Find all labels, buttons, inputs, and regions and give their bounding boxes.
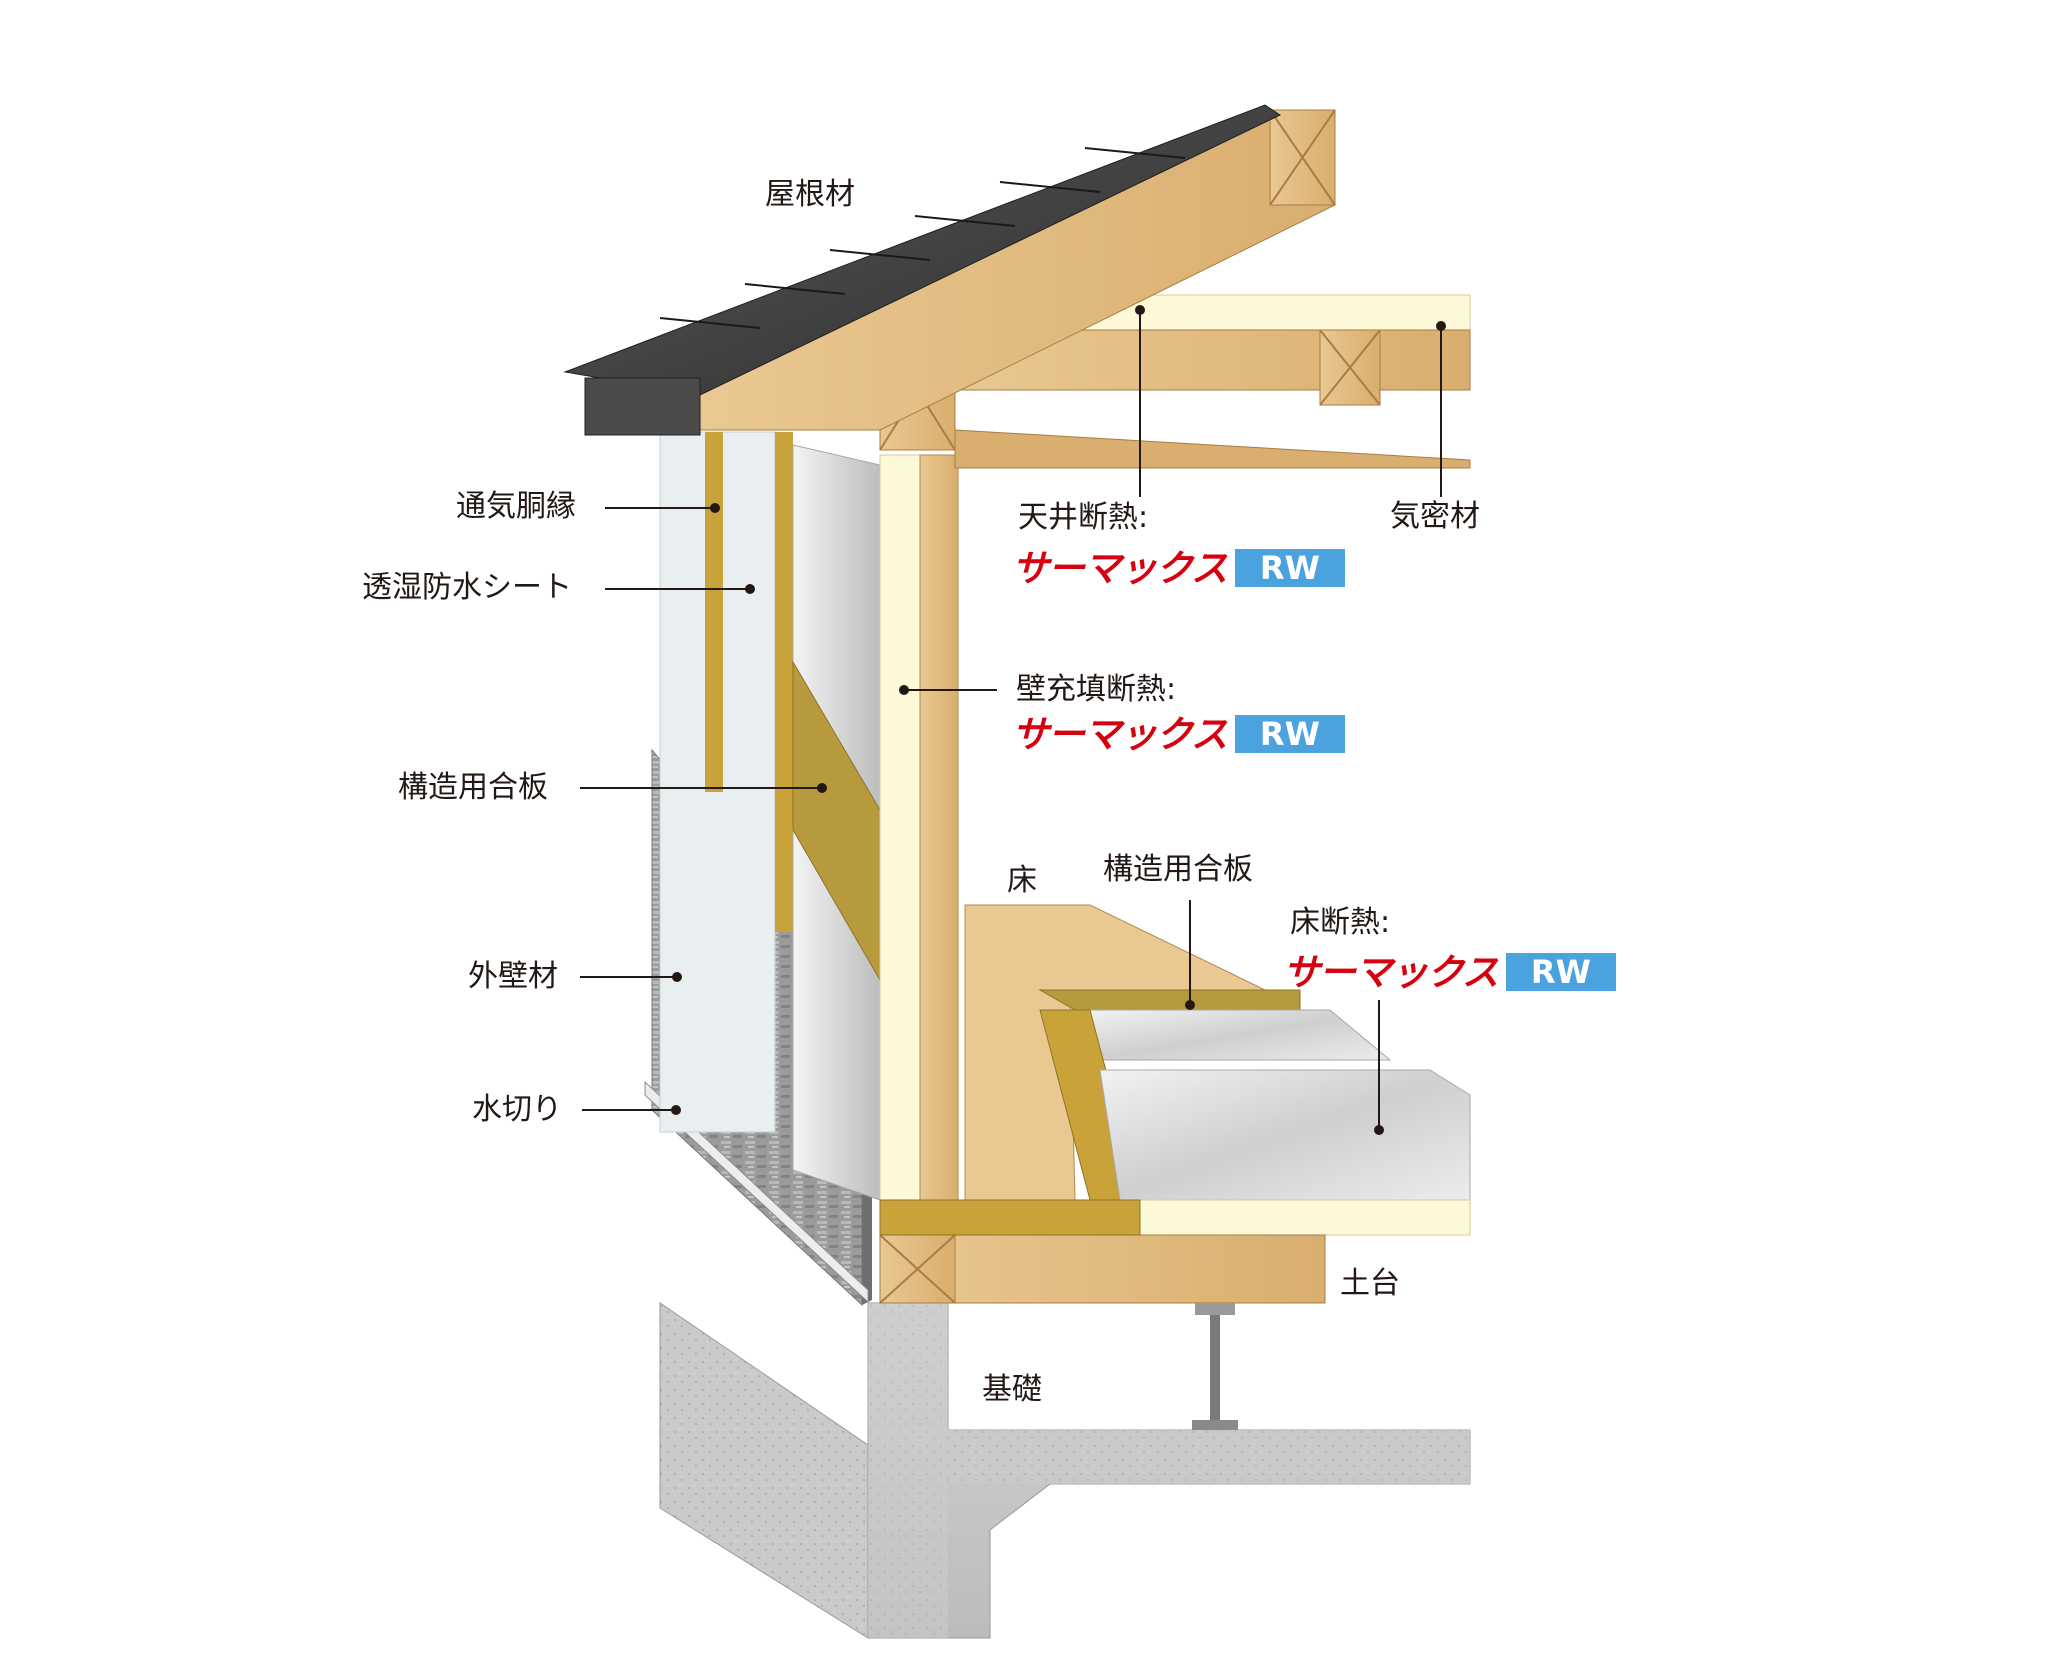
floor-plywood-strip — [1038, 989, 1301, 1011]
leader-dots — [671, 305, 1446, 1135]
sill-end-cross — [879, 1234, 956, 1304]
brand-badge: RW — [1505, 953, 1616, 991]
label-structural-plywood-wall: 構造用合板 — [398, 770, 548, 805]
label-vent-furring: 通気胴縁 — [456, 489, 576, 524]
roof-gutter — [584, 377, 701, 436]
roof-shingle-steps — [659, 147, 1186, 329]
ceiling-board — [954, 429, 1471, 469]
brand-badge: RW — [1234, 715, 1345, 753]
floor-insulation-1 — [1089, 1009, 1392, 1061]
brand-name: サーマックス — [1012, 712, 1228, 756]
vent-furring-1 — [705, 432, 723, 792]
label-foundation: 基礎 — [982, 1372, 1042, 1407]
ridge-beam-cross — [1269, 109, 1336, 206]
foundation-front-texture — [868, 1303, 948, 1638]
leader-lines — [580, 310, 1442, 1130]
label-sill: 土台 — [1340, 1266, 1400, 1301]
floor-edge-insulation — [1139, 1199, 1471, 1236]
flashing-strip — [644, 1080, 869, 1304]
vent-furring-2 — [775, 432, 793, 932]
brand-ceiling: サーマックス RW — [1012, 548, 1345, 588]
floor-post-base — [1192, 1420, 1238, 1430]
label-airtight-material: 気密材 — [1390, 499, 1480, 534]
ceiling-beam-cross — [1319, 329, 1381, 406]
brand-badge: RW — [1234, 549, 1345, 587]
label-floor-insulation: 床断熱: — [1290, 905, 1391, 940]
label-floor: 床 — [1007, 863, 1037, 898]
brand-name: サーマックス — [1012, 546, 1228, 590]
foundation-side — [659, 1302, 869, 1639]
brand-floor: サーマックス RW — [1283, 952, 1616, 992]
label-ceiling-insulation: 天井断熱: — [1018, 500, 1149, 535]
label-wall-insulation: 壁充填断熱: — [1016, 672, 1177, 707]
floor-post — [1210, 1315, 1220, 1420]
label-roof-material: 屋根材 — [765, 177, 855, 212]
label-moisture-sheet: 透湿防水シート — [362, 570, 572, 605]
floor-post-cap — [1195, 1303, 1235, 1315]
label-structural-plywood-floor: 構造用合板 — [1103, 852, 1253, 887]
sill-floor-gold — [879, 1199, 1141, 1236]
label-exterior-wall: 外壁材 — [468, 959, 558, 994]
label-flashing: 水切り — [472, 1092, 562, 1127]
floor-insulation-2 — [1099, 1069, 1471, 1201]
brand-wall: サーマックス RW — [1012, 714, 1345, 754]
foundation-slab — [948, 1430, 1470, 1484]
brand-name: サーマックス — [1283, 950, 1499, 994]
wall-stud-wood — [919, 454, 959, 1201]
